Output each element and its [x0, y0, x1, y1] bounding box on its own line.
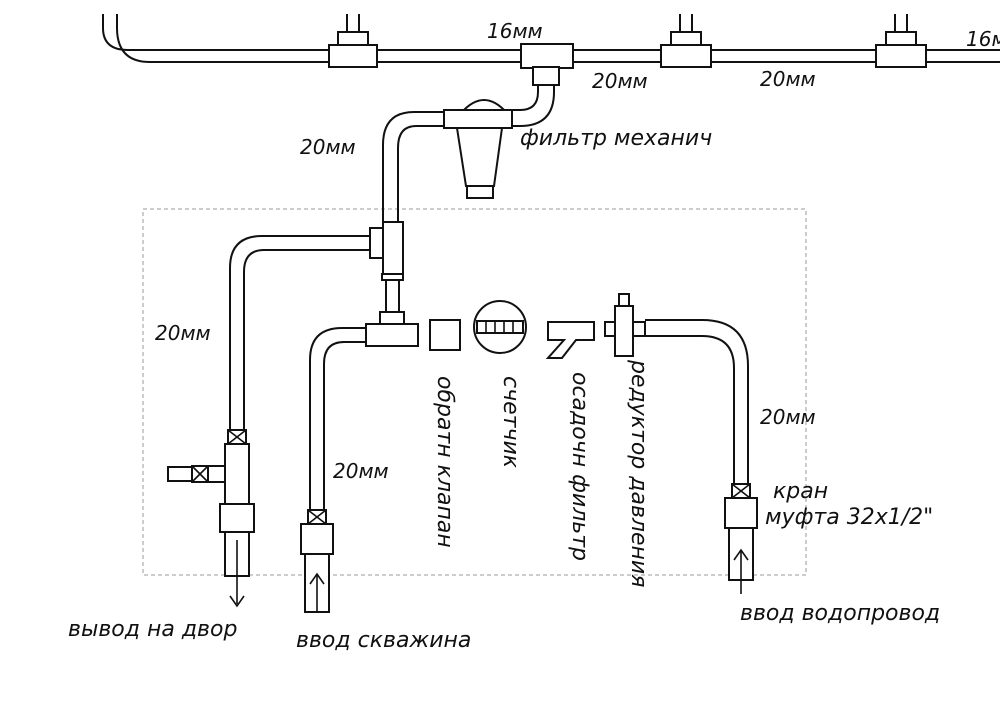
top-distribution-pipe — [102, 14, 1000, 63]
upper-tee — [369, 221, 404, 314]
label-20mm-b: 20мм — [760, 67, 816, 91]
label-inlet-well: ввод скважина — [296, 628, 471, 653]
label-20mm-well: 20мм — [333, 459, 389, 483]
mains-inlet-pipe — [645, 319, 749, 484]
center-tee-drop — [505, 43, 574, 127]
label-mechanical-filter: фильтр механич — [520, 126, 712, 151]
outlet-valve-assembly — [167, 429, 255, 608]
well-inlet-pipe — [309, 327, 366, 510]
label-20mm-right: 20мм — [760, 405, 816, 429]
check-valve-body — [429, 319, 461, 351]
label-sediment-filter: осадочн фильтр — [567, 372, 592, 561]
label-check-valve: обратн клапан — [432, 376, 457, 548]
mechanical-filter — [443, 99, 513, 199]
riser-pipe — [382, 111, 444, 230]
outlet-pipe — [229, 235, 370, 430]
water-meter — [473, 300, 527, 354]
label-outlet-yard: вывод на двор — [68, 617, 237, 642]
pressure-reducer-body — [604, 293, 646, 357]
label-meter: счетчик — [498, 376, 523, 469]
label-pressure-reducer: редуктор давления — [626, 359, 651, 587]
equipment-box-outline — [142, 208, 807, 576]
label-20mm-left: 20мм — [155, 321, 211, 345]
sediment-filter-body — [545, 321, 595, 359]
mains-inlet-valve — [724, 483, 758, 594]
label-16mm-top: 16мм — [487, 19, 543, 43]
label-20mm-a: 20мм — [592, 69, 648, 93]
label-20mm-riser: 20мм — [300, 135, 356, 159]
lower-tee — [365, 311, 419, 347]
top-tee-2 — [660, 14, 712, 68]
label-inlet-mains: ввод водопровод — [740, 601, 940, 626]
top-tee-3 — [875, 14, 927, 68]
well-inlet-valve — [300, 509, 334, 613]
label-valve: кран — [773, 479, 828, 504]
top-tee-1 — [328, 14, 378, 68]
label-coupling: муфта 32х1/2" — [765, 505, 933, 530]
label-16mm-right: 16мм — [966, 27, 1000, 51]
